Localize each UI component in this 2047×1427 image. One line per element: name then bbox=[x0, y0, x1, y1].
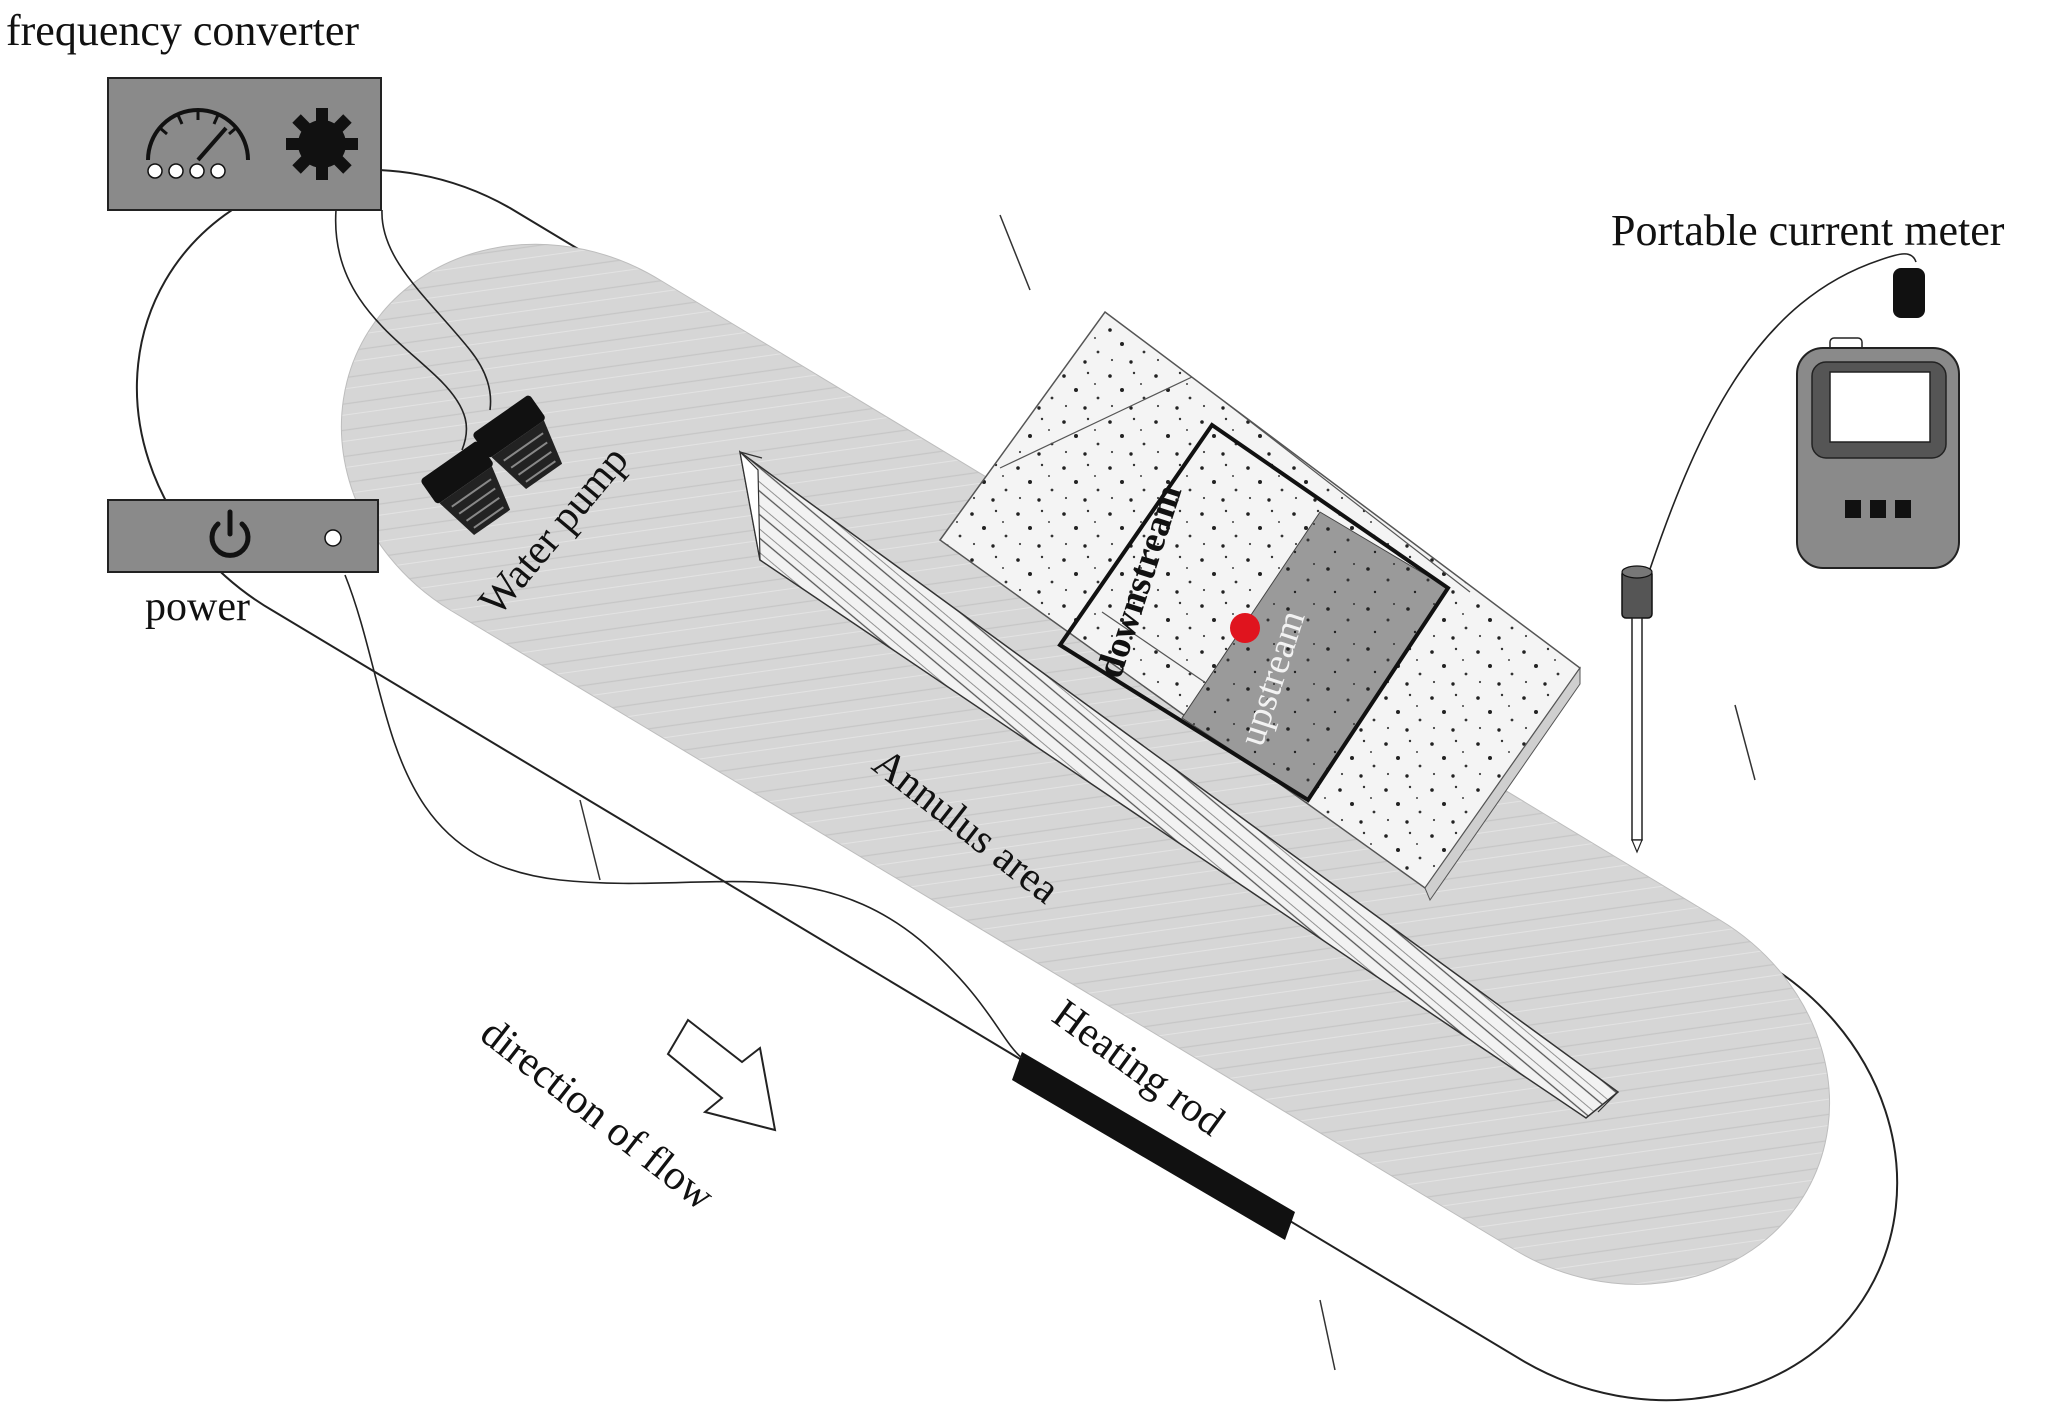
water-pump bbox=[421, 395, 563, 536]
flow-direction-arrow bbox=[666, 1018, 777, 1132]
speedometer-icon bbox=[146, 108, 250, 179]
label-frequency-converter: frequency converter bbox=[6, 6, 359, 55]
power-supply bbox=[107, 499, 379, 573]
measurement-point bbox=[1230, 613, 1260, 643]
converter-cable-1 bbox=[334, 209, 468, 451]
frequency-converter bbox=[107, 77, 382, 211]
label-portable-current-meter: Portable current meter bbox=[1611, 206, 2005, 255]
power-cable bbox=[344, 574, 1023, 1059]
label-power: power bbox=[145, 584, 250, 630]
portable-current-meter bbox=[1796, 268, 1960, 569]
current-meter-probe bbox=[1621, 565, 1653, 854]
meter-probe-cable bbox=[1647, 253, 1917, 576]
sediment-bed-side bbox=[1424, 666, 1581, 902]
power-icon bbox=[209, 509, 251, 558]
heating-rod bbox=[1012, 1052, 1295, 1240]
measurement-frame bbox=[1057, 422, 1451, 803]
power-indicator-light bbox=[324, 529, 342, 547]
gear-icon bbox=[286, 108, 358, 180]
converter-cable-2 bbox=[381, 209, 492, 411]
